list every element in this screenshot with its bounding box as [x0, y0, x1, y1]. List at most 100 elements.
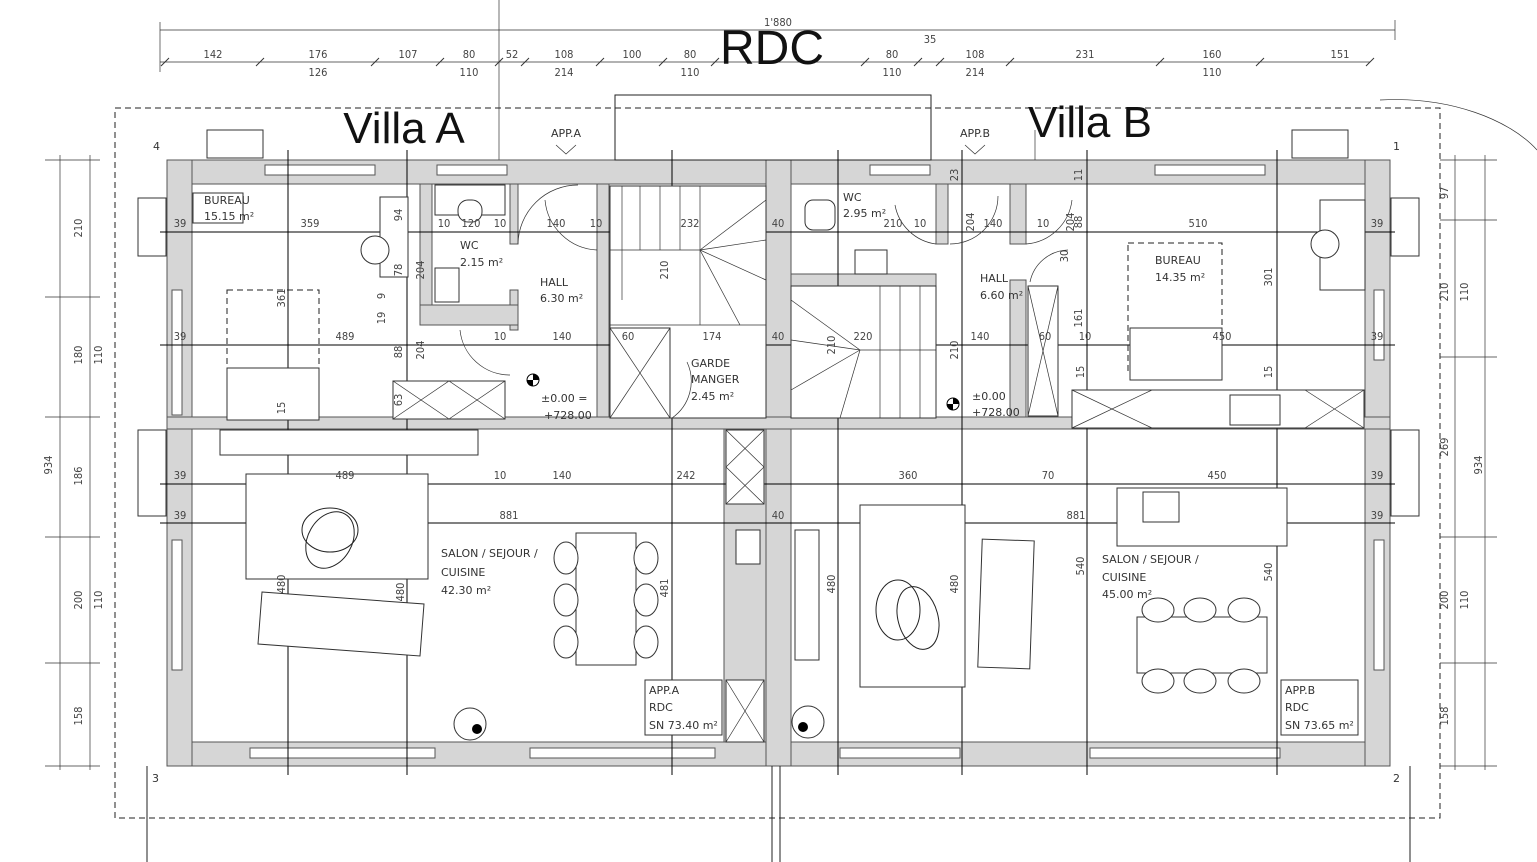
dim-b-salon-w3: 450 — [1208, 469, 1227, 482]
dim-a-wall-39-l2: 39 — [174, 330, 187, 343]
right-dim-3: 269 — [1438, 438, 1451, 457]
right-dim-4: 200 — [1438, 591, 1451, 610]
dim-a-hall-w: 140 — [547, 217, 566, 230]
dim-b-wall-39-r4: 39 — [1371, 509, 1384, 522]
left-dim-3: 186 — [72, 467, 85, 486]
dim-tick — [1005, 57, 1015, 67]
dim-a-wall-210: 210 — [658, 261, 671, 280]
room-area-a-garde: 2.45 m² — [691, 390, 734, 403]
dim-a-wall-63: 63 — [392, 394, 405, 407]
dim-a-wall-361: 361 — [275, 289, 288, 308]
dim-wall-10-2: 10 — [494, 217, 507, 230]
dim-a-wall-78: 78 — [392, 264, 405, 277]
dim-b-hall-w: 140 — [984, 217, 1003, 230]
top-dim-row2-6: 110 — [1203, 66, 1222, 79]
summary-box-b — [1280, 679, 1359, 736]
dim-b-wall-301: 301 — [1262, 268, 1275, 287]
right-dim-0: 97 — [1438, 187, 1451, 200]
top-dim-row1-13: 151 — [1331, 48, 1350, 61]
site-curve — [1379, 99, 1537, 151]
corner-number-3: 3 — [152, 772, 159, 785]
dining-table-b — [1136, 616, 1268, 674]
summary-b-3: SN 73.65 m² — [1285, 719, 1354, 732]
left-dim-total: 934 — [42, 456, 55, 475]
room-area-b-bureau: 14.35 m² — [1155, 271, 1205, 284]
dim-a-bureau-w2: 489 — [336, 330, 355, 343]
top-dim-row1-2: 107 — [399, 48, 418, 61]
top-dim-row1-5: 108 — [555, 48, 574, 61]
left-dim-6: 158 — [72, 707, 85, 726]
dim-a-wall-19: 19 — [375, 312, 388, 325]
walls — [137, 129, 1420, 767]
dim-b-wall-15b: 15 — [1262, 366, 1275, 379]
dim-a-garde-w2: 242 — [677, 469, 696, 482]
room-area-b-salon: 45.00 m² — [1102, 588, 1152, 601]
dim-tick — [658, 57, 668, 67]
room-area-a-hall: 6.30 m² — [540, 292, 583, 305]
cabinets — [392, 380, 1365, 743]
top-dim-row1-1: 176 — [309, 48, 328, 61]
sofa-a — [257, 591, 425, 657]
dim-tick — [520, 57, 530, 67]
inner-dimensions: 359 120 140 232 489 140 174 489 140 242 … — [174, 169, 1384, 602]
bed-outline — [226, 289, 320, 421]
dim-tick — [160, 57, 170, 67]
dim-a-bureau-w: 359 — [301, 217, 320, 230]
dim-b-wall-39-r2: 39 — [1371, 330, 1384, 343]
left-dim-1: 180 — [72, 346, 85, 365]
top-dim-row1-3: 80 — [463, 48, 476, 61]
app-a-tag: APP.A — [551, 127, 582, 140]
top-dim-row2-0: 126 — [309, 66, 328, 79]
top-dim-row1-9: 35 — [924, 33, 937, 46]
chair-b — [1310, 229, 1340, 259]
summary-a-1: APP.A — [649, 684, 680, 697]
dim-b-wall-39-r1: 39 — [1371, 217, 1384, 230]
top-dim-row1-10: 108 — [966, 48, 985, 61]
right-dim-2: 110 — [1458, 283, 1471, 302]
dim-b-salon-h3: 540 — [1262, 563, 1275, 582]
top-dim-row2-2: 214 — [555, 66, 574, 79]
dim-b-salon-h-b: 480 — [948, 575, 961, 594]
dim-b-salon-h: 480 — [825, 575, 838, 594]
property-boundary — [114, 107, 1441, 819]
entrance-canopy — [614, 94, 932, 161]
dim-total-w-a: 881 — [500, 509, 519, 522]
top-dim-row2-1: 110 — [460, 66, 479, 79]
summary-a-3: SN 73.40 m² — [649, 719, 718, 732]
app-b-tag: APP.B — [960, 127, 990, 140]
dim-wall-10-3: 10 — [590, 217, 603, 230]
dim-a-salon-w2: 140 — [553, 469, 572, 482]
level-a-1: ±0.00 = — [541, 392, 587, 405]
summary-b-1: APP.B — [1285, 684, 1315, 697]
dim-a-hall-w2: 140 — [553, 330, 572, 343]
dim-a-wall-88: 88 — [392, 346, 405, 359]
dim-b-bureau-w2: 450 — [1213, 330, 1232, 343]
dim-wall-10-5: 10 — [494, 469, 507, 482]
dim-tick — [370, 57, 380, 67]
sofa-b — [977, 538, 1035, 670]
dim-tick — [935, 57, 945, 67]
dim-wall-10-7: 10 — [1037, 217, 1050, 230]
summary-a-2: RDC — [649, 701, 673, 714]
right-dim-6: 158 — [1438, 707, 1451, 726]
summary-b-2: RDC — [1285, 701, 1309, 714]
dim-tick — [1365, 57, 1375, 67]
level-b-2: +728.00 — [972, 406, 1020, 419]
dim-tick — [435, 57, 445, 67]
corner-number-4: 4 — [153, 140, 160, 153]
terraces — [146, 766, 1411, 862]
dim-total-w-b: 881 — [1067, 509, 1086, 522]
top-dim-total: 1'880 — [764, 16, 792, 29]
dim-tick — [255, 57, 265, 67]
left-dimensions: 934 210 180 110 186 200 110 158 — [42, 155, 105, 770]
room-name-a-garde2: MANGER — [691, 373, 740, 386]
dim-b-wall-210: 210 — [948, 341, 961, 360]
room-area-a-bureau: 15.15 m² — [204, 210, 254, 223]
dim-tick — [710, 57, 720, 67]
dim-a-wall-204b: 204 — [414, 341, 427, 360]
corner-number-2: 2 — [1393, 772, 1400, 785]
dim-b-wall-11: 11 — [1072, 169, 1085, 182]
dim-b-wall-210b: 210 — [825, 336, 838, 355]
